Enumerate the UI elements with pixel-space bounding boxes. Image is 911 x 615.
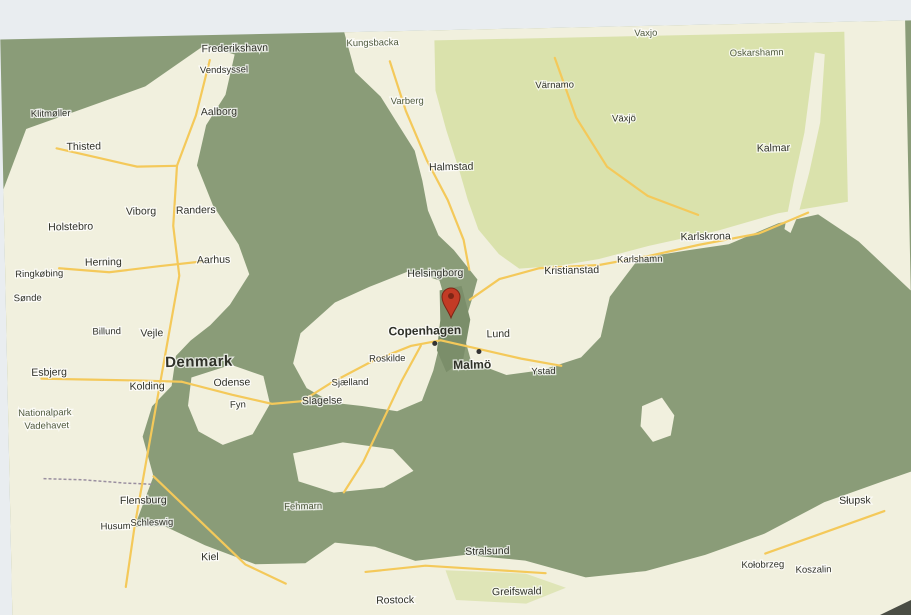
land-funen bbox=[188, 364, 270, 445]
map-label: Herning bbox=[85, 256, 122, 269]
map-label: Esbjerg bbox=[31, 366, 67, 379]
map-label: Värnamo bbox=[535, 79, 574, 91]
map-label: Vejle bbox=[140, 327, 163, 339]
land-germany bbox=[11, 470, 911, 615]
map-label: Vadehavet bbox=[24, 420, 69, 432]
map-label: Kolding bbox=[129, 380, 164, 393]
map-label: Holstebro bbox=[48, 221, 93, 234]
city-dot-malmo bbox=[476, 349, 482, 355]
map-label: Copenhagen bbox=[388, 323, 461, 339]
city-dot-copenhagen bbox=[432, 340, 438, 346]
map-label: Frederikshavn bbox=[201, 42, 268, 55]
map-label: Helsingborg bbox=[407, 267, 463, 280]
map-canvas[interactable] bbox=[0, 20, 911, 615]
paper-edge bbox=[0, 0, 911, 38]
map-label: Flensburg bbox=[120, 494, 167, 507]
map-label: Koszalin bbox=[795, 564, 831, 576]
map-label: Aarhus bbox=[197, 254, 231, 267]
map-label: Kołobrzeg bbox=[741, 559, 784, 571]
map-label: Nationalpark bbox=[18, 407, 72, 419]
map-label: Roskilde bbox=[369, 353, 406, 365]
map-label: Sjælland bbox=[331, 377, 368, 389]
map-label: Billund bbox=[92, 326, 121, 338]
paper-edge-bottom bbox=[880, 600, 911, 615]
map-label: Thisted bbox=[66, 140, 101, 153]
map-label: Fyn bbox=[230, 399, 246, 410]
map-label: Fehmarn bbox=[284, 501, 322, 513]
map-label: Husum bbox=[100, 521, 130, 533]
map-label: Kristianstad bbox=[544, 264, 599, 277]
map-label: Karlshamn bbox=[617, 254, 663, 266]
forest-germany bbox=[445, 570, 566, 604]
map-label: Rostock bbox=[376, 594, 415, 607]
map-label: Kungsbacka bbox=[346, 37, 399, 49]
map-label: Sønde bbox=[14, 293, 42, 305]
map-label: Växjö bbox=[612, 113, 636, 124]
map-label: Viborg bbox=[126, 205, 157, 218]
land-lolland bbox=[293, 442, 414, 493]
map-label: Aalborg bbox=[201, 106, 238, 119]
land-bornholm bbox=[640, 397, 675, 442]
map-label: Ringkøbing bbox=[15, 268, 63, 280]
map-label: Malmö bbox=[453, 357, 491, 372]
map-label: Schleswig bbox=[130, 517, 173, 529]
map-label: Karlskrona bbox=[680, 230, 731, 243]
land-zealand bbox=[293, 270, 449, 412]
map-label: Denmark bbox=[165, 353, 233, 371]
map-pin-icon[interactable] bbox=[441, 287, 461, 320]
map-label: Greifswald bbox=[492, 585, 542, 598]
map-label: Randers bbox=[176, 204, 216, 217]
map-label: Kalmar bbox=[757, 142, 791, 155]
map-label: Słupsk bbox=[839, 494, 872, 507]
map-label: Stralsund bbox=[465, 545, 510, 558]
border-dk-de bbox=[43, 477, 154, 486]
map-label: Kiel bbox=[201, 551, 219, 563]
map-label: Odense bbox=[213, 376, 250, 389]
map-label: Varberg bbox=[391, 96, 424, 108]
roads bbox=[40, 56, 886, 589]
map-label: Ystad bbox=[531, 366, 556, 378]
map-label: Vendsyssel bbox=[200, 64, 248, 76]
map-label: Halmstad bbox=[429, 161, 474, 174]
map-label: Vaxjo bbox=[634, 28, 657, 39]
map-label: Lund bbox=[486, 328, 510, 340]
forest-sweden bbox=[434, 31, 848, 269]
map-label: Klitmøller bbox=[31, 108, 71, 120]
map-labels: Frederikshavn Vendsyssel Kungsbacka Vaxj… bbox=[12, 26, 872, 608]
map-label: Oskarshamn bbox=[730, 47, 784, 59]
map-label: Slagelse bbox=[302, 394, 343, 407]
land-jutland bbox=[3, 45, 250, 600]
land-oland bbox=[784, 52, 825, 233]
